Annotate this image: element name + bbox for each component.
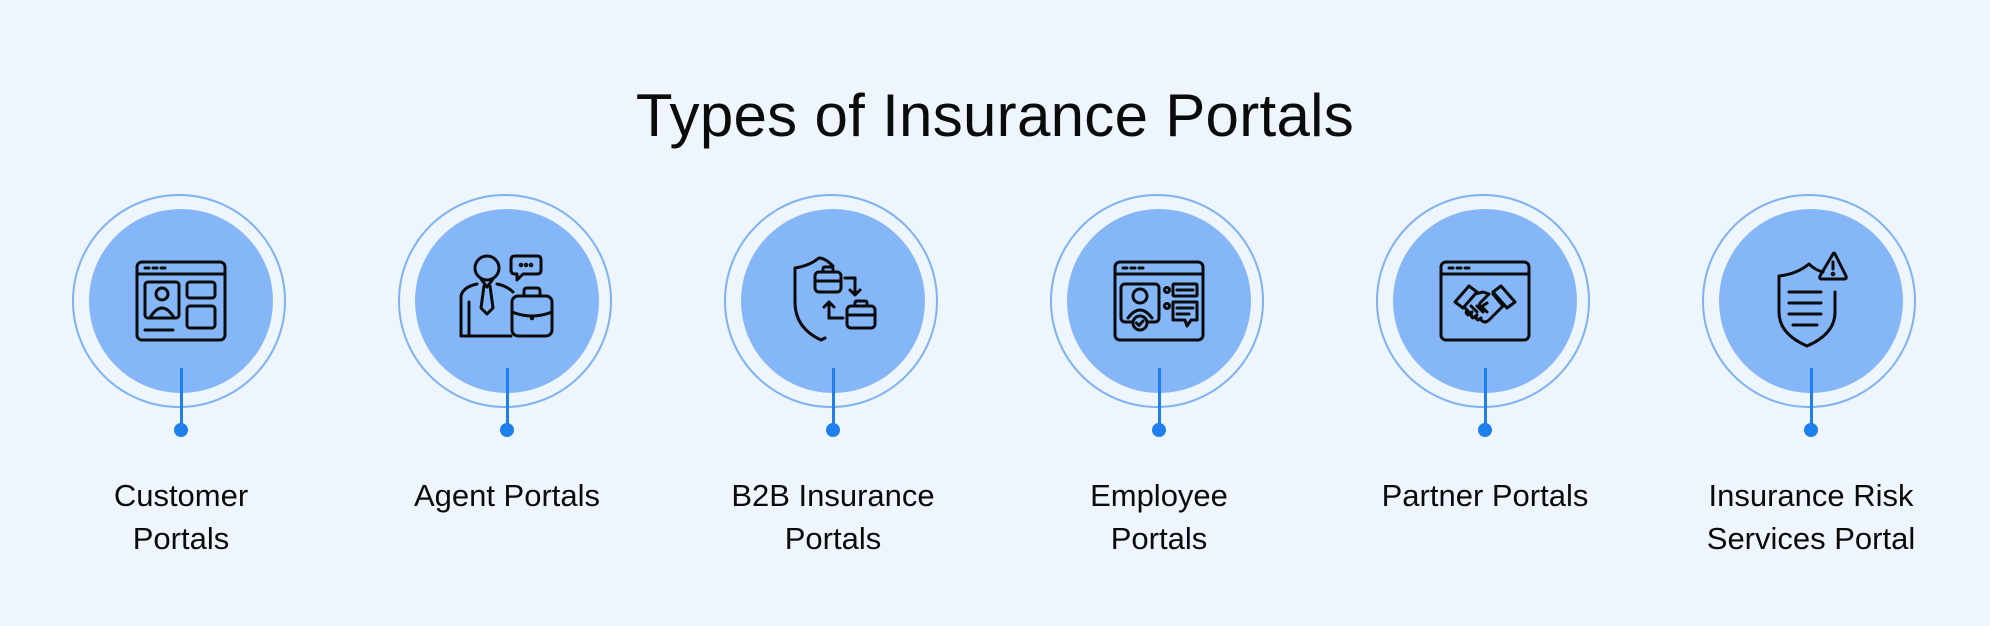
connector-dot	[500, 423, 514, 437]
circle-fill	[89, 209, 273, 393]
portal-label: Customer Portals	[113, 478, 249, 556]
connector-line	[831, 368, 835, 428]
circle-fill	[741, 209, 925, 393]
portal-label: B2B Insurance Portals	[731, 478, 935, 556]
portal-type-partner: Partner Portals	[1322, 0, 1648, 626]
outer-ring	[72, 194, 286, 408]
portal-type-employee: Employee Portals	[996, 0, 1322, 626]
connector-line	[179, 368, 183, 428]
page-title: Types of Insurance Portals	[635, 82, 1355, 149]
portal-type-risk-services: Insurance Risk Services Portal	[1648, 0, 1974, 626]
circle-fill	[415, 209, 599, 393]
shield-warning-icon	[1761, 250, 1861, 350]
connector-dot	[1152, 423, 1166, 437]
connector-line	[505, 368, 509, 428]
connector-dot	[826, 423, 840, 437]
outer-ring	[1702, 194, 1916, 408]
browser-verified-employee-icon	[1109, 250, 1209, 350]
portal-label: Insurance Risk Services Portal	[1706, 478, 1916, 556]
portal-label: Agent Portals	[413, 478, 601, 513]
portal-type-customer: Customer Portals	[18, 0, 344, 626]
portal-type-b2b: B2B Insurance Portals	[670, 0, 996, 626]
outer-ring	[1376, 194, 1590, 408]
connector-line	[1483, 368, 1487, 428]
portal-label: Employee Portals	[1090, 478, 1228, 556]
connector-line	[1809, 368, 1813, 428]
outer-ring	[398, 194, 612, 408]
circle-fill	[1393, 209, 1577, 393]
connector-dot	[174, 423, 188, 437]
shield-briefcase-exchange-icon	[783, 250, 883, 350]
circle-fill	[1719, 209, 1903, 393]
outer-ring	[1050, 194, 1264, 408]
connector-dot	[1478, 423, 1492, 437]
outer-ring	[724, 194, 938, 408]
portal-label: Partner Portals	[1381, 478, 1589, 513]
browser-handshake-icon	[1435, 250, 1535, 350]
agent-briefcase-icon	[457, 250, 557, 350]
browser-profile-icon	[131, 250, 231, 350]
connector-line	[1157, 368, 1161, 428]
connector-dot	[1804, 423, 1818, 437]
portal-type-agent: Agent Portals	[344, 0, 670, 626]
